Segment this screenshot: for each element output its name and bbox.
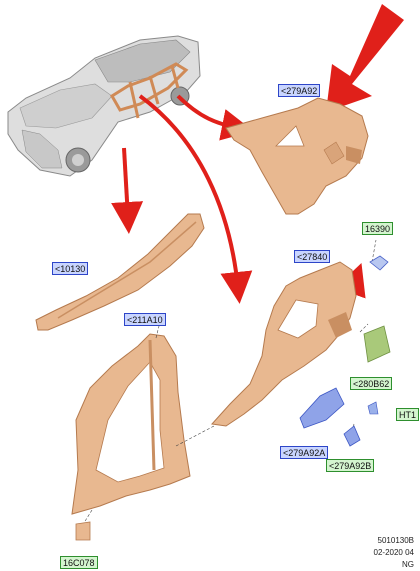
rear-quarter-outer-panel <box>225 97 369 215</box>
label-279A92B[interactable]: <279A92B <box>326 459 375 472</box>
part-16C078-patch <box>75 521 91 541</box>
rear-quarter-inner-panel <box>211 261 357 427</box>
label-279A92[interactable]: <279A92 <box>278 84 321 97</box>
drawing-date: 02-2020 04 <box>373 548 414 557</box>
part-279A92A-bracket <box>299 387 345 429</box>
big-red-arrow <box>326 4 404 112</box>
label-280B62[interactable]: <280B62 <box>350 377 393 390</box>
label-279A92A[interactable]: <279A92A <box>280 446 329 459</box>
body-side-frame <box>71 333 191 515</box>
part-16390-clip <box>369 255 389 271</box>
drawing-region: NG <box>402 560 414 569</box>
label-10130[interactable]: <10130 <box>52 262 89 275</box>
label-16C078[interactable]: 16C078 <box>60 556 98 569</box>
rocker-panel <box>35 213 205 331</box>
label-16390[interactable]: 16390 <box>362 222 394 235</box>
drawing-number: 5010130B <box>377 536 414 545</box>
label-27840[interactable]: <27840 <box>294 250 331 263</box>
label-ht1[interactable]: HT1 <box>396 408 420 421</box>
vehicle-overview <box>7 35 201 177</box>
part-ht1-fastener <box>367 401 379 415</box>
part-280B62-block <box>363 325 391 363</box>
label-211A10[interactable]: <211A10 <box>124 313 166 326</box>
part-279A92B-bracket <box>343 425 361 447</box>
